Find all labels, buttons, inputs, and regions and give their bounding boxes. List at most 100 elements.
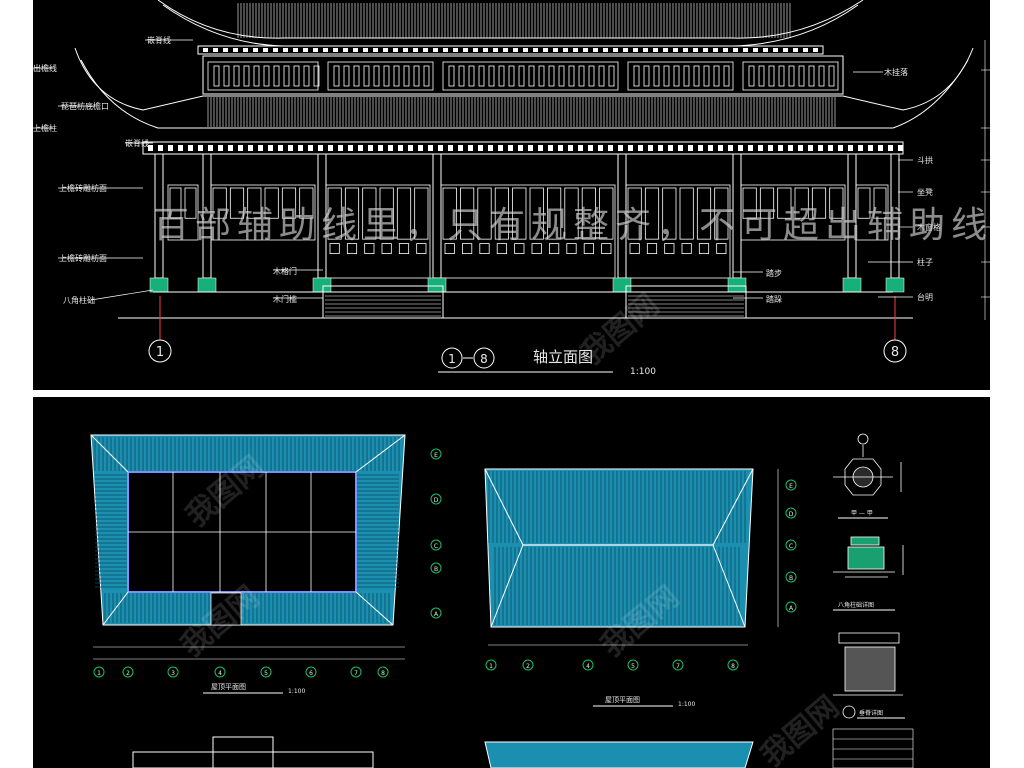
column-base	[727, 277, 747, 293]
upper-window-band	[202, 55, 844, 95]
ridge-detail-title: 垂脊详图	[859, 709, 883, 717]
bottom-annotations	[273, 269, 763, 299]
grid-bubble	[785, 479, 797, 491]
label-platform: 台明	[917, 292, 933, 302]
grid-bubble	[727, 659, 739, 671]
column-base-detail	[833, 536, 904, 578]
grid-bubble	[260, 666, 272, 678]
grid-bubble-label: 3	[171, 670, 175, 677]
lower-roof	[74, 47, 974, 129]
column	[202, 153, 212, 279]
label-window-lattice: 木窗格	[917, 222, 941, 232]
grid-bubble	[627, 659, 639, 671]
label-ridge-line: 嵌脊线	[147, 35, 171, 45]
label-wood-door: 木格门	[273, 266, 297, 276]
column	[617, 153, 627, 279]
column-base-title: 八角柱础详图	[838, 601, 874, 609]
grid-bubble-label: 5	[631, 663, 635, 670]
roof-plan-2-scale: 1:100	[678, 701, 695, 708]
platform	[118, 285, 913, 319]
label-eave-line: 出檐线	[33, 63, 57, 73]
column-base	[612, 277, 632, 293]
octagon-section-detail	[833, 433, 902, 496]
grid-bubble-label: 7	[676, 663, 680, 670]
axis-label-8: 8	[891, 345, 899, 360]
title-axis-end: 8	[480, 352, 488, 366]
roof-plan-2-title: 屋顶平面图	[605, 696, 640, 704]
grid-bubble	[430, 562, 442, 574]
roof-plan-1-scale: 1:100	[288, 688, 305, 695]
column-base	[842, 277, 862, 293]
column	[432, 153, 442, 279]
grid-bubble	[305, 666, 317, 678]
column	[317, 153, 327, 279]
column	[890, 153, 900, 279]
grid-bubble-label: 5	[264, 670, 268, 677]
column	[847, 153, 857, 279]
grid-bubble-label: 8	[381, 670, 385, 677]
column-base	[885, 277, 905, 293]
grid-bubble-label: B	[789, 575, 793, 582]
title-bubble-end	[473, 347, 495, 369]
column	[154, 153, 164, 279]
grid-bubble	[522, 659, 534, 671]
grid-bubble-label: 6	[309, 670, 313, 677]
roof-plan-1	[90, 434, 406, 626]
label-upper-column: 上檐柱	[33, 123, 57, 133]
column	[732, 153, 742, 279]
label-eave-underside: 琵琶枋底檐口	[61, 101, 109, 111]
drawing-scale: 1:100	[630, 367, 656, 377]
grid-bubble-label: D	[789, 511, 794, 518]
roof-plan-2	[484, 468, 754, 628]
grid-bubble-label: A	[789, 605, 794, 612]
axis-label-1: 1	[156, 345, 164, 360]
grid-bubble	[485, 659, 497, 671]
grid-bubble	[350, 666, 362, 678]
label-wood-hanging: 木挂落	[884, 67, 908, 77]
grid-bubble	[122, 666, 134, 678]
axis-bubble-8	[883, 339, 907, 363]
grid-bubble	[672, 659, 684, 671]
grid-bubble	[430, 607, 442, 619]
label-door-sill: 木门槛	[273, 294, 297, 304]
label-column-base: 八角柱础	[63, 295, 95, 305]
grid-bubble-label: 2	[526, 663, 530, 670]
ridge-detail	[833, 632, 903, 719]
label-column: 柱子	[917, 257, 933, 267]
grid-bubble-label: C	[434, 543, 438, 550]
grid-bubble-label: E	[434, 452, 438, 459]
elevation-drawing: 1 8 1 8 轴立面图 1:100 嵌脊线 出檐线 琵琶枋底檐口 上檐柱 嵌脊…	[33, 0, 990, 390]
label-ridge-line-2: 嵌脊线	[125, 138, 149, 148]
grid-bubble-label: B	[434, 566, 438, 573]
grid-bubble	[785, 571, 797, 583]
axis-bubble-1	[148, 339, 172, 363]
grid-bubble-label: 1	[97, 670, 101, 677]
grid-bubble-label: A	[434, 611, 439, 618]
grid-bubble	[93, 666, 105, 678]
drawing-title: 轴立面图	[533, 348, 593, 366]
column-base	[312, 277, 332, 293]
section-title: 甲 — 甲	[851, 510, 873, 517]
grid-bubble	[167, 666, 179, 678]
grid-bubble-label: C	[789, 543, 793, 550]
roof-plan-1-title: 屋顶平面图	[211, 683, 246, 691]
label-brick-carving-2: 上檐砖雕枋面	[59, 253, 107, 263]
grid-bubble-label: 8	[731, 663, 735, 670]
grid-bubble	[377, 666, 389, 678]
grid-bubble	[430, 539, 442, 551]
detail-table	[832, 728, 914, 768]
grid-bubble	[214, 666, 226, 678]
grid-bubble-label: 4	[586, 663, 590, 670]
grid-bubble	[785, 601, 797, 613]
grid-bubble-label: 1	[489, 663, 493, 670]
grid-bubble-label: 7	[354, 670, 358, 677]
elevation-svg: 1 8 1 8 轴立面图 1:100 嵌脊线 出檐线 琵琶枋底檐口 上檐柱 嵌脊…	[33, 0, 990, 377]
label-step: 踏步	[766, 268, 782, 278]
grid-bubble	[785, 507, 797, 519]
grid-bubble	[430, 448, 442, 460]
title-bubble-start	[441, 347, 463, 369]
grid-bubble-label: 2	[126, 670, 130, 677]
label-bracket: 斗拱	[917, 155, 933, 165]
grid-bubble-label: E	[789, 483, 793, 490]
